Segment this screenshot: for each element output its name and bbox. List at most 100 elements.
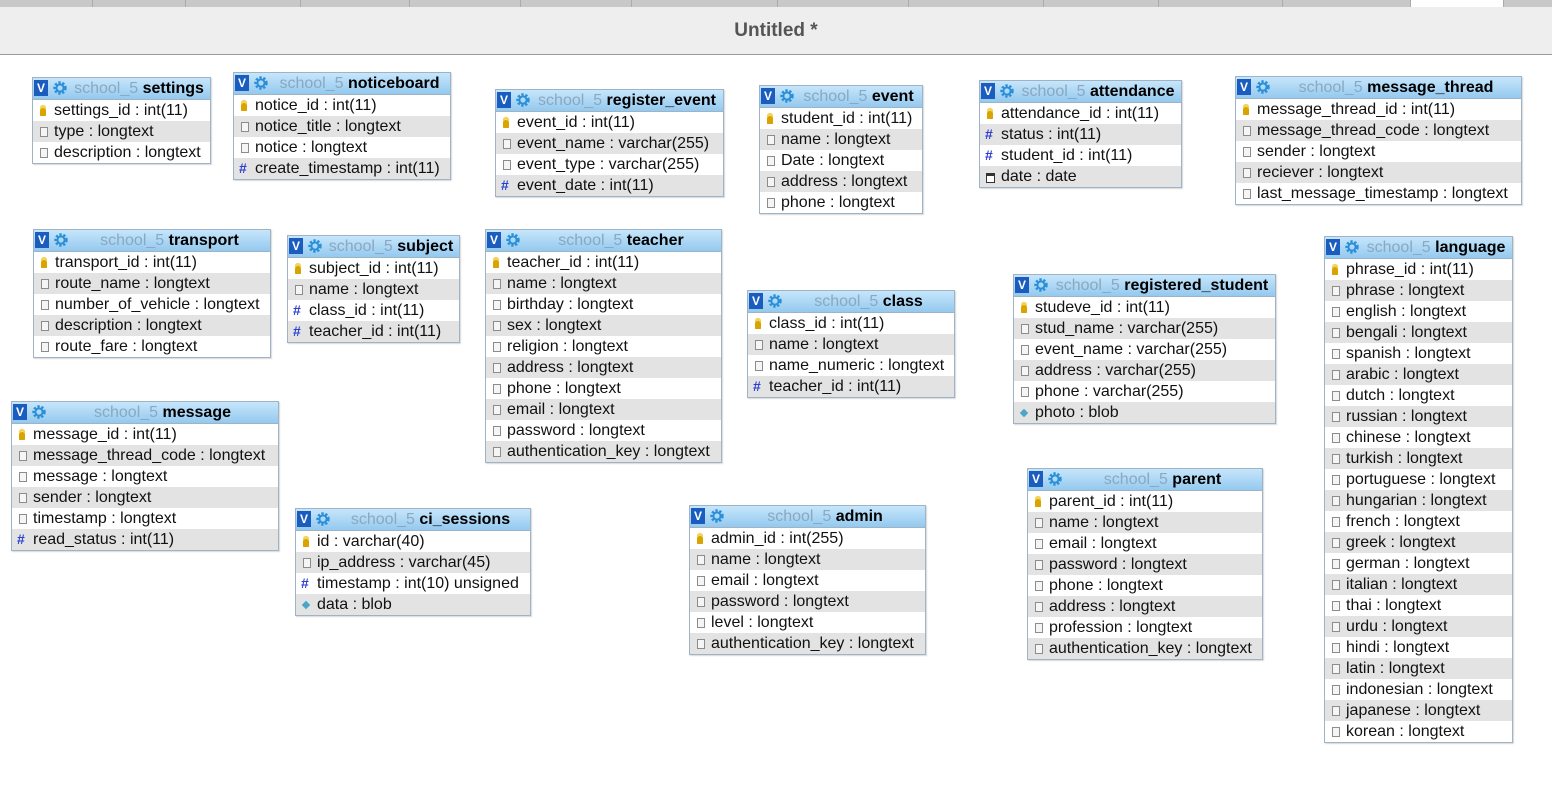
table-column-row[interactable]: address : varchar(255) (1014, 360, 1275, 381)
tab-strip-item[interactable] (1283, 0, 1411, 7)
table-column-row[interactable]: authentication_key : longtext (1028, 638, 1262, 659)
gear-icon[interactable] (53, 232, 70, 249)
toggle-v-icon[interactable]: V (1015, 277, 1029, 293)
table-column-row[interactable]: german : longtext (1325, 553, 1512, 574)
table-column-row[interactable]: #timestamp : int(10) unsigned (296, 573, 530, 594)
table-title[interactable]: school_5 message (50, 403, 275, 423)
table-column-row[interactable]: #teacher_id : int(11) (748, 376, 954, 397)
table-column-row[interactable]: settings_id : int(11) (33, 100, 210, 121)
tab-strip-item[interactable] (301, 0, 410, 7)
table-title[interactable]: school_5 registered_student (1052, 276, 1272, 296)
table-column-row[interactable]: name : longtext (288, 279, 459, 300)
table-column-row[interactable]: name : longtext (486, 273, 721, 294)
table-column-row[interactable]: message_id : int(11) (12, 424, 278, 445)
table-column-row[interactable]: id : varchar(40) (296, 531, 530, 552)
table-column-row[interactable]: address : longtext (1028, 596, 1262, 617)
tab-strip-item[interactable] (93, 0, 186, 7)
table-column-row[interactable]: phone : longtext (760, 192, 922, 213)
tab-strip-item[interactable] (1159, 0, 1283, 7)
table-column-row[interactable]: sender : longtext (12, 487, 278, 508)
table-title[interactable]: school_5 subject (326, 237, 456, 257)
gear-icon[interactable] (1033, 277, 1050, 294)
table-column-row[interactable]: notice_title : longtext (234, 116, 450, 137)
table-column-row[interactable]: #class_id : int(11) (288, 300, 459, 321)
toggle-v-icon[interactable]: V (35, 232, 49, 248)
table-column-row[interactable]: phone : longtext (486, 378, 721, 399)
table-column-row[interactable]: email : longtext (486, 399, 721, 420)
toggle-v-icon[interactable]: V (297, 511, 311, 527)
tab-strip-item[interactable] (1504, 0, 1552, 7)
table-column-row[interactable]: authentication_key : longtext (690, 633, 925, 654)
table-column-row[interactable]: turkish : longtext (1325, 448, 1512, 469)
table-title[interactable]: school_5 transport (72, 231, 267, 251)
table-column-row[interactable]: hindi : longtext (1325, 637, 1512, 658)
table-column-row[interactable]: stud_name : varchar(255) (1014, 318, 1275, 339)
table-column-row[interactable]: description : longtext (33, 142, 210, 163)
table-column-row[interactable]: dutch : longtext (1325, 385, 1512, 406)
table-column-row[interactable]: photo : blob (1014, 402, 1275, 423)
gear-icon[interactable] (999, 83, 1016, 100)
table-column-row[interactable]: religion : longtext (486, 336, 721, 357)
table-column-row[interactable]: authentication_key : longtext (486, 441, 721, 462)
table-column-row[interactable]: name_numeric : longtext (748, 355, 954, 376)
tab-strip-item[interactable] (909, 0, 1044, 7)
table-column-row[interactable]: class_id : int(11) (748, 313, 954, 334)
table-title[interactable]: school_5 class (786, 292, 951, 312)
gear-icon[interactable] (767, 293, 784, 310)
table-column-row[interactable]: #event_date : int(11) (496, 175, 723, 196)
table-column-row[interactable]: last_message_timestamp : longtext (1236, 183, 1521, 204)
table-title[interactable]: school_5 attendance (1018, 82, 1178, 102)
tab-strip-item[interactable] (410, 0, 521, 7)
table-column-row[interactable]: date : date (980, 166, 1181, 187)
table-column-row[interactable]: timestamp : longtext (12, 508, 278, 529)
toggle-v-icon[interactable]: V (981, 83, 995, 99)
table-column-row[interactable]: #read_status : int(11) (12, 529, 278, 550)
table-column-row[interactable]: bengali : longtext (1325, 322, 1512, 343)
table-column-row[interactable]: attendance_id : int(11) (980, 103, 1181, 124)
table-title[interactable]: school_5 message_thread (1274, 78, 1518, 98)
gear-icon[interactable] (779, 88, 796, 105)
table-column-row[interactable]: #teacher_id : int(11) (288, 321, 459, 342)
table-column-row[interactable]: email : longtext (690, 570, 925, 591)
gear-icon[interactable] (307, 238, 324, 255)
table-title[interactable]: school_5 parent (1066, 470, 1259, 490)
table-column-row[interactable]: description : longtext (34, 315, 270, 336)
table-column-row[interactable]: password : longtext (690, 591, 925, 612)
table-title[interactable]: school_5 settings (71, 79, 207, 99)
table-title[interactable]: school_5 admin (728, 507, 922, 527)
toggle-v-icon[interactable]: V (749, 293, 763, 309)
table-title[interactable]: school_5 noticeboard (272, 74, 447, 94)
tab-strip-item[interactable] (186, 0, 301, 7)
table-column-row[interactable]: profession : longtext (1028, 617, 1262, 638)
table-column-row[interactable]: transport_id : int(11) (34, 252, 270, 273)
table-column-row[interactable]: korean : longtext (1325, 721, 1512, 742)
gear-icon[interactable] (1047, 471, 1064, 488)
table-column-row[interactable]: phrase : longtext (1325, 280, 1512, 301)
table-column-row[interactable]: address : longtext (486, 357, 721, 378)
gear-icon[interactable] (1255, 79, 1272, 96)
table-column-row[interactable]: sender : longtext (1236, 141, 1521, 162)
table-column-row[interactable]: route_name : longtext (34, 273, 270, 294)
table-column-row[interactable]: indonesian : longtext (1325, 679, 1512, 700)
table-column-row[interactable]: urdu : longtext (1325, 616, 1512, 637)
tab-strip-item[interactable] (778, 0, 909, 7)
gear-icon[interactable] (709, 508, 726, 525)
toggle-v-icon[interactable]: V (13, 404, 27, 420)
